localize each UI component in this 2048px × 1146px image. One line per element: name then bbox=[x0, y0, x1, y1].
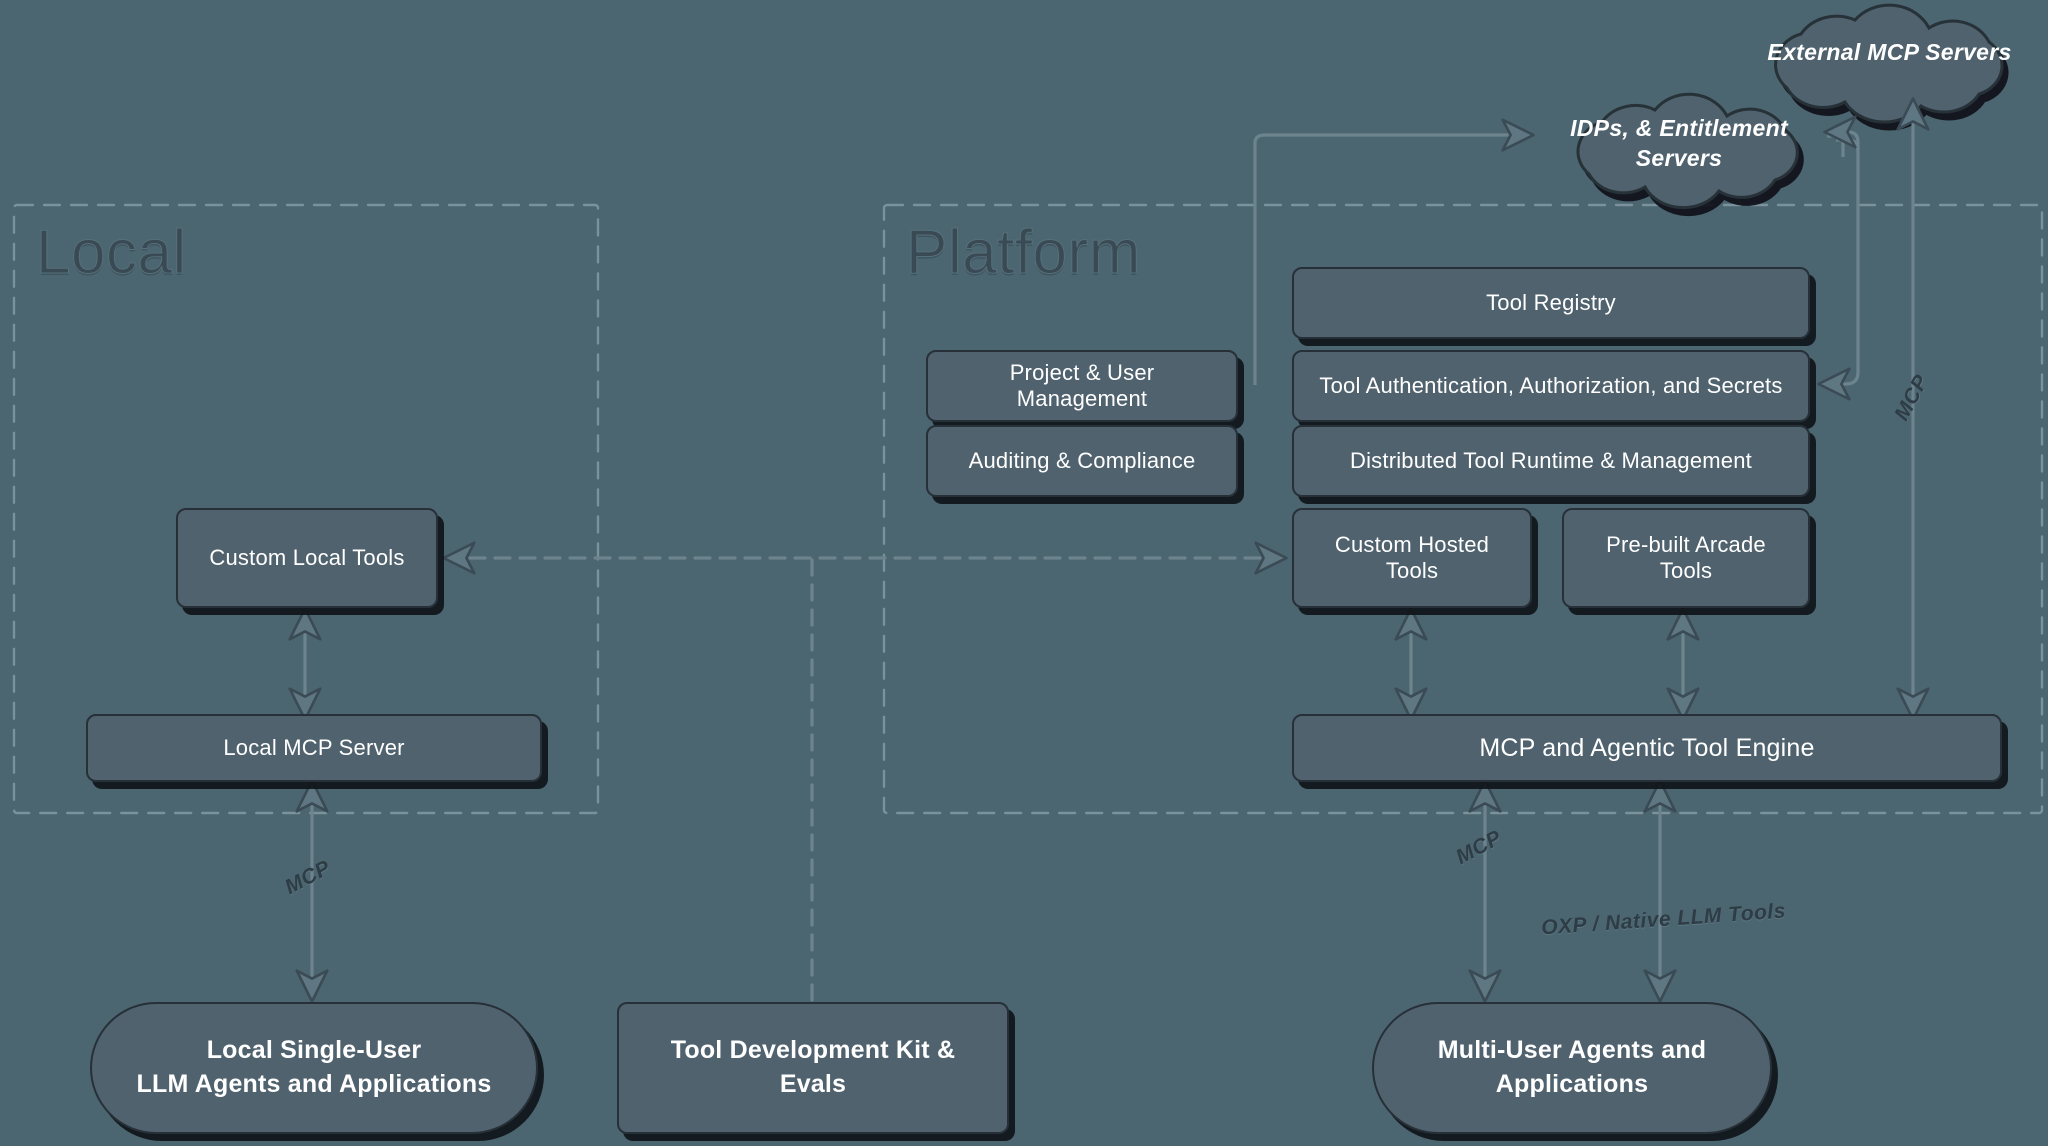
node-local-mcp-server[interactable]: Local MCP Server bbox=[86, 714, 542, 782]
node-label-custom-hosted-tools: Custom Hosted Tools bbox=[1334, 532, 1490, 583]
node-label-distributed-tool-runtime: Distributed Tool Runtime & Management bbox=[1350, 448, 1752, 473]
node-label-custom-local-tools: Custom Local Tools bbox=[209, 545, 405, 570]
node-tool-dev-kit[interactable]: Tool Development Kit & Evals bbox=[617, 1002, 1009, 1134]
node-label-tool-registry: Tool Registry bbox=[1486, 290, 1616, 315]
node-custom-local-tools[interactable]: Custom Local Tools bbox=[176, 508, 438, 608]
node-tool-registry[interactable]: Tool Registry bbox=[1292, 267, 1810, 339]
node-distributed-tool-runtime[interactable]: Distributed Tool Runtime & Management bbox=[1292, 425, 1810, 497]
node-multi-user-agents[interactable]: Multi-User Agents and Applications bbox=[1372, 1002, 1772, 1134]
node-project-user-management[interactable]: Project & User Management bbox=[926, 350, 1238, 422]
zone-boundary-platform bbox=[882, 203, 2044, 815]
node-label-mcp-agentic-tool-engine: MCP and Agentic Tool Engine bbox=[1479, 733, 1815, 762]
edge-project-user-management-to-idps bbox=[1253, 118, 1535, 385]
node-label-auditing-compliance: Auditing & Compliance bbox=[968, 448, 1196, 473]
node-label-tool-authentication: Tool Authentication, Authorization, and … bbox=[1319, 373, 1783, 398]
node-label-tool-dev-kit: Tool Development Kit & Evals bbox=[670, 1036, 956, 1098]
node-label-multi-user-agents-line2: Applications bbox=[1495, 1070, 1649, 1098]
node-label-project-user-management: Project & User Management bbox=[1009, 360, 1155, 411]
node-local-agents[interactable]: Local Single-User LLM Agents and Applica… bbox=[90, 1002, 538, 1134]
cloud-external-mcp-servers bbox=[1774, 3, 2004, 124]
node-label-prebuilt-arcade-tools: Pre-built Arcade Tools bbox=[1606, 532, 1766, 583]
zone-title-platform: Platform bbox=[906, 218, 1141, 287]
zone-title-local: Local bbox=[36, 218, 187, 287]
node-auditing-compliance[interactable]: Auditing & Compliance bbox=[926, 425, 1238, 497]
edge-idps-to-tool-auth bbox=[1820, 134, 1860, 384]
node-label-local-agents-line2: LLM Agents and Applications bbox=[136, 1070, 492, 1098]
edge-idps-to-tool-auth-upper-head bbox=[1823, 115, 1860, 150]
node-custom-hosted-tools[interactable]: Custom Hosted Tools bbox=[1292, 508, 1532, 608]
node-prebuilt-arcade-tools[interactable]: Pre-built Arcade Tools bbox=[1562, 508, 1810, 608]
node-tool-authentication[interactable]: Tool Authentication, Authorization, and … bbox=[1292, 350, 1810, 422]
node-label-local-agents-line1: Local Single-User bbox=[206, 1036, 422, 1065]
node-label-local-mcp-server: Local MCP Server bbox=[223, 735, 405, 760]
node-mcp-agentic-tool-engine[interactable]: MCP and Agentic Tool Engine bbox=[1292, 714, 2002, 782]
node-label-multi-user-agents-line1: Multi-User Agents and bbox=[1437, 1036, 1707, 1065]
cloud-idps-entitlement-servers bbox=[1576, 92, 1799, 210]
